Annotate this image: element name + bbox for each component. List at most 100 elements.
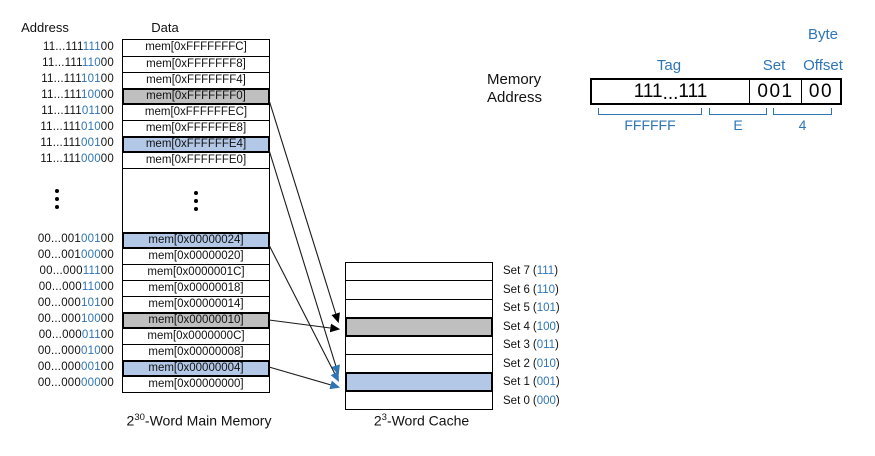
memory-row: mem[0xFFFFFFF0] xyxy=(123,88,269,104)
memory-address: 00...00011000 xyxy=(0,279,114,295)
mapping-arrow-mem-0x00000004-to-cache-set-1 xyxy=(268,366,341,390)
memory-cell-value: mem[0xFFFFFFE0] xyxy=(145,154,247,166)
address-tag-bits: 11...111 xyxy=(42,41,83,53)
memory-cell-value: mem[0xFFFFFFF8] xyxy=(146,58,246,70)
cache-table xyxy=(345,262,493,410)
memory-row: mem[0x00000004] xyxy=(123,360,269,376)
address-set-bits: 100 xyxy=(81,313,101,325)
memory-cell-value: mem[0xFFFFFFE4] xyxy=(145,138,247,150)
address-tag-bits: 11...111 xyxy=(40,153,81,165)
address-offset-bits: 00 xyxy=(100,345,114,357)
set-name: Set 1 xyxy=(503,376,530,389)
address-offset-bits: 00 xyxy=(100,121,114,133)
memory-cell-value: mem[0x0000000C] xyxy=(147,330,245,342)
address-offset-bits: 00 xyxy=(100,105,114,117)
paren-close: ) xyxy=(555,339,559,352)
memory-address-label-line1: Memory xyxy=(487,71,542,88)
memory-address: 11...11100000 xyxy=(0,151,114,167)
address-tag-bits: 00...000 xyxy=(37,313,81,325)
mapping-arrow-mem-0xFFFFFFF0-to-cache-set-4 xyxy=(268,99,340,324)
memory-row: mem[0xFFFFFFEC] xyxy=(123,104,269,120)
address-set-bits: 111 xyxy=(82,265,101,277)
mapping-arrow-mem-0x00000010-to-cache-set-4 xyxy=(268,319,341,333)
memory-address: 11...11101100 xyxy=(0,103,114,119)
paren-open: ( xyxy=(532,265,537,278)
memory-cell-value: mem[0x00000010] xyxy=(148,314,244,326)
address-set-bits: 000 xyxy=(81,377,101,389)
set-bits: 000 xyxy=(536,394,556,407)
caption-base: 2 xyxy=(373,412,382,429)
paren-close: ) xyxy=(554,265,559,278)
address-offset-bits: 00 xyxy=(100,281,114,293)
address-offset-bits: 00 xyxy=(100,313,114,325)
memory-address: 11...11111000 xyxy=(0,55,114,71)
memory-address: 00...00001100 xyxy=(0,327,114,343)
address-set-bits: 011 xyxy=(81,329,101,341)
set-name: Set 5 xyxy=(503,302,530,315)
cache-set-label: Set 5(101) xyxy=(503,299,560,318)
cache-row-set-010 xyxy=(346,353,492,372)
paren-open: ( xyxy=(532,302,537,315)
address-offset-bits: 00 xyxy=(100,137,114,149)
tag-bits-right: 111 xyxy=(678,80,708,102)
address-tag-bits: 00...001 xyxy=(37,249,81,261)
set-name: Set 7 xyxy=(503,265,530,278)
paren-open: ( xyxy=(532,283,537,296)
cache-set-label: Set 4(100) xyxy=(503,318,560,337)
set-bits: 110 xyxy=(536,283,556,296)
address-offset-bits: 00 xyxy=(100,233,114,245)
memory-address: 00...00100100 xyxy=(0,231,114,247)
set-bits: 101 xyxy=(536,302,556,315)
memory-row: mem[0xFFFFFFF4] xyxy=(123,72,269,88)
hex-brace-mid xyxy=(709,108,767,115)
address-set-bits: 010 xyxy=(81,345,101,357)
hex-value-low: 4 xyxy=(798,117,807,133)
cache-set-label: Set 3(011) xyxy=(503,336,560,355)
address-offset-bits: 00 xyxy=(100,73,114,85)
memory-row: mem[0x00000018] xyxy=(123,280,269,296)
address-offset-bits: 00 xyxy=(100,377,114,389)
address-ellipsis-row xyxy=(0,167,114,231)
address-offset-bits: 00 xyxy=(100,249,114,261)
address-set-bits: 101 xyxy=(81,297,101,309)
address-tag-bits: 00...000 xyxy=(39,265,83,277)
address-set-bits: 001 xyxy=(81,233,101,245)
set-bits: 111 xyxy=(536,265,555,278)
memory-address-label: Memory Address xyxy=(487,71,542,107)
address-tag-bits: 00...000 xyxy=(38,329,82,341)
cache-set-label: Set 7(111) xyxy=(503,262,560,281)
memory-row: mem[0x00000000] xyxy=(123,376,269,392)
memory-row: mem[0x00000024] xyxy=(123,232,269,248)
cache-set-labels: Set 7(111)Set 6(110)Set 5(101)Set 4(100)… xyxy=(503,262,560,410)
set-bits: 001 xyxy=(536,376,556,389)
address-offset-bits: 00 xyxy=(100,361,114,373)
memory-cell-value: mem[0x00000014] xyxy=(148,298,244,310)
address-set-bits: 110 xyxy=(81,281,101,293)
tag-bits-left: 111 xyxy=(633,80,663,102)
address-set-bits: 100 xyxy=(81,89,101,101)
ellipsis-icon xyxy=(194,190,198,211)
address-tag-bits: 11...111 xyxy=(41,89,81,101)
memory-ellipsis-row xyxy=(123,168,269,232)
mapping-arrow-mem-0xFFFFFFE4-to-cache-set-1 xyxy=(268,149,340,376)
address-set-bits: 000 xyxy=(81,153,101,165)
cache-caption: 23-Word Cache xyxy=(350,412,493,429)
paren-open: ( xyxy=(532,339,537,352)
set-name: Set 0 xyxy=(503,394,530,407)
address-tag-bits: 00...000 xyxy=(37,377,81,389)
memory-row: mem[0xFFFFFFE4] xyxy=(123,136,269,152)
address-set-bits: 000 xyxy=(81,249,101,261)
memory-address: 11...11110100 xyxy=(0,71,114,87)
memory-address-column-header: Address xyxy=(21,20,69,35)
hex-value-mid: E xyxy=(733,117,743,133)
cache-set-label: Set 1(001) xyxy=(503,373,560,392)
mapping-arrow-mem-0x00000024-to-cache-set-1 xyxy=(268,244,340,382)
cache-row-set-000 xyxy=(346,390,492,409)
paren-open: ( xyxy=(532,357,537,370)
address-set-bits: 111 xyxy=(82,41,101,53)
memory-address: 11...11100100 xyxy=(0,135,114,151)
tag-ellipsis: ... xyxy=(662,82,679,104)
address-tag-bits: 00...000 xyxy=(37,297,81,309)
address-set-bits: 001 xyxy=(81,137,101,149)
memory-cell-value: mem[0x00000020] xyxy=(148,250,244,262)
